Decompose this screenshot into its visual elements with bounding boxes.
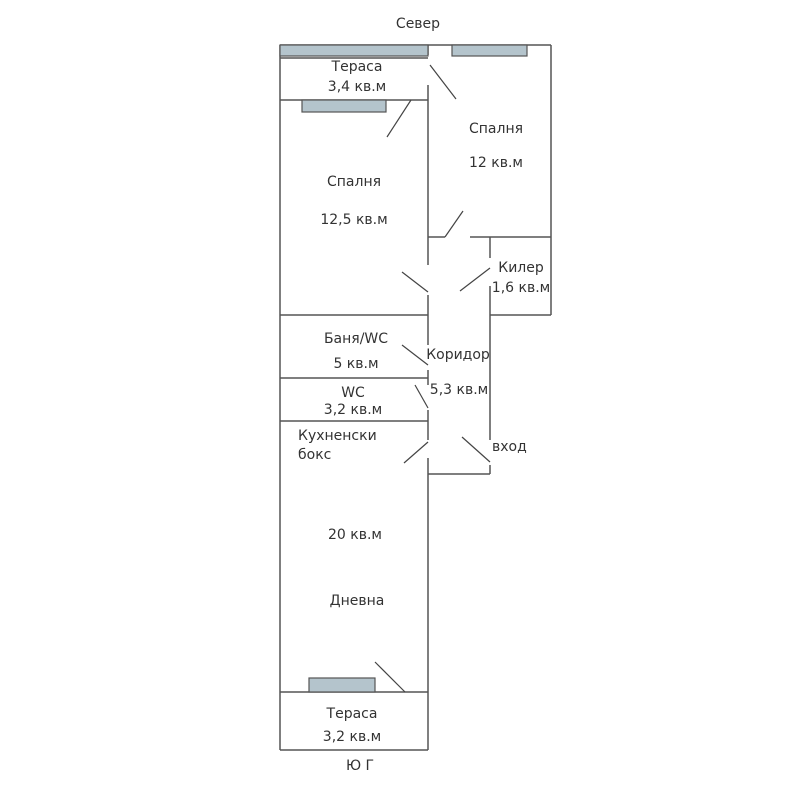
door-wc xyxy=(414,384,429,409)
entrance-label: вход xyxy=(492,439,527,455)
corridor-name: Коридор xyxy=(426,347,490,363)
door-terrace-south xyxy=(374,661,406,693)
door-bedroom-left-to-terrace xyxy=(386,99,412,138)
window-living xyxy=(308,677,376,693)
door-bathroom xyxy=(401,344,429,366)
bedroom-left-area: 12,5 кв.м xyxy=(320,212,387,228)
door-entrance xyxy=(461,436,491,463)
window-bedroom-right xyxy=(451,44,528,57)
door-closet xyxy=(459,267,491,292)
door-bedroom-left xyxy=(401,271,429,293)
closet-area: 1,6 кв.м xyxy=(492,280,550,296)
windows xyxy=(279,44,528,693)
terrace-north-name: Тераса xyxy=(331,59,383,75)
kitchenette-line1: Кухненски xyxy=(298,428,377,444)
walls xyxy=(279,44,552,751)
terrace-south-name: Тераса xyxy=(326,706,378,722)
terrace-north-area: 3,4 кв.м xyxy=(328,79,386,95)
bedroom-right-area: 12 кв.м xyxy=(469,155,523,171)
door-kitchen xyxy=(403,441,429,464)
terrace-south-area: 3,2 кв.м xyxy=(323,729,381,745)
corridor-area: 5,3 кв.м xyxy=(430,382,488,398)
door-terrace-north xyxy=(429,64,457,100)
closet-name: Килер xyxy=(498,260,544,276)
compass-south: Ю Г xyxy=(346,758,374,774)
bathroom-area: 5 кв.м xyxy=(333,356,378,372)
door-bedroom-right xyxy=(444,210,464,238)
wc-name: WC xyxy=(341,385,365,401)
window-terrace-north xyxy=(279,44,429,57)
kitchenette-line2: бокс xyxy=(298,447,331,463)
compass-north: Север xyxy=(396,16,440,32)
bedroom-left-name: Спалня xyxy=(327,174,381,190)
living-name: Дневна xyxy=(330,593,385,609)
bathroom-name: Баня/WC xyxy=(324,331,388,347)
window-bedroom-left xyxy=(301,99,387,113)
wc-area: 3,2 кв.м xyxy=(324,402,382,418)
living-area: 20 кв.м xyxy=(328,527,382,543)
bedroom-right-name: Спалня xyxy=(469,121,523,137)
doors xyxy=(374,64,491,693)
labels: Север Тераса 3,4 кв.м Спалня 12 кв.м Спа… xyxy=(298,16,550,774)
